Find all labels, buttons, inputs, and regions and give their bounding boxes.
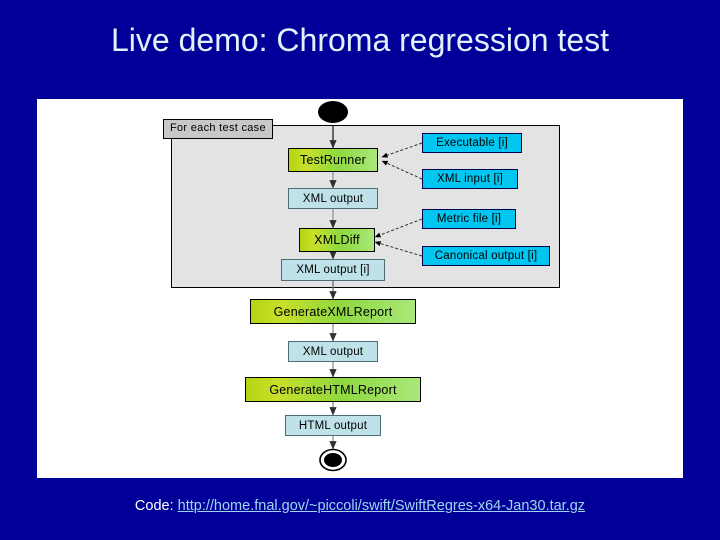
code-label: Code: [134,498,174,514]
activity-generate-html-report-label: GenerateHTMLReport [269,382,397,397]
diagram-panel: For each test case [37,99,683,478]
artifact-canonical-output-i[interactable]: Canonical output [i] [422,246,550,266]
activity-generate-html-report[interactable]: GenerateHTMLReport [245,377,421,402]
artifact-xml-input-i[interactable]: XML input [i] [422,169,518,189]
object-xml-output-i-label: XML output [i] [296,264,370,276]
activity-diagram: For each test case [37,99,683,478]
activity-xml-diff-label: XMLDiff [314,233,360,247]
object-html-output-label: HTML output [298,419,368,432]
object-xml-output-1[interactable]: XML output [288,188,378,209]
artifact-executable-i-label: Executable [i] [436,137,508,149]
object-html-output[interactable]: HTML output [285,415,381,436]
page-title: Live demo: Chroma regression test [111,22,609,58]
activity-test-runner-label: TestRunner [300,153,366,167]
object-xml-output-1-label: XML output [302,192,364,205]
activity-generate-xml-report-label: GenerateXMLReport [273,304,393,319]
code-url-link[interactable]: http://home.fnal.gov/~piccoli/swift/Swif… [177,498,586,514]
object-xml-output-2-label: XML output [302,345,364,358]
artifact-executable-i[interactable]: Executable [i] [422,133,522,153]
activity-test-runner[interactable]: TestRunner [288,148,378,172]
code-footer: Code: http://home.fnal.gov/~piccoli/swif… [0,498,720,514]
artifact-metric-file-i-label: Metric file [i] [436,213,502,225]
partition-label: For each test case [163,119,273,139]
activity-xml-diff[interactable]: XMLDiff [299,228,375,252]
object-xml-output-i[interactable]: XML output [i] [281,259,385,281]
artifact-xml-input-i-label: XML input [i] [436,173,504,185]
object-xml-output-2[interactable]: XML output [288,341,378,362]
artifact-canonical-output-i-label: Canonical output [i] [434,250,538,262]
artifact-metric-file-i[interactable]: Metric file [i] [422,209,516,229]
activity-generate-xml-report[interactable]: GenerateXMLReport [250,299,416,324]
